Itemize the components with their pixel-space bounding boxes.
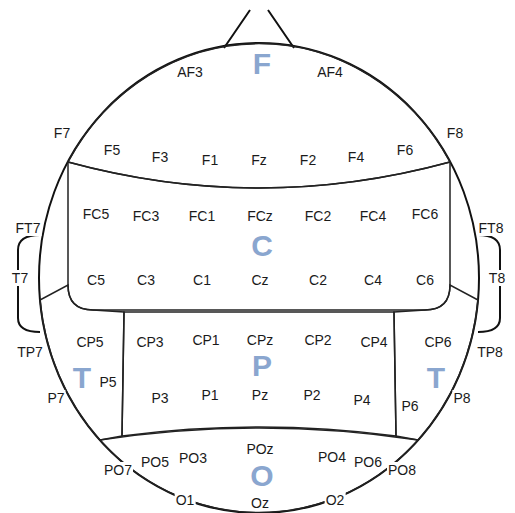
electrode-label: F4 bbox=[347, 149, 365, 165]
electrode-label: CP4 bbox=[359, 334, 388, 350]
electrode-label: O1 bbox=[175, 492, 196, 508]
electrode-label: CP3 bbox=[135, 334, 164, 350]
electrode-label: PO8 bbox=[387, 462, 417, 478]
electrode-label: FC4 bbox=[359, 208, 387, 224]
electrode-label: CP6 bbox=[423, 334, 452, 350]
region-letter: T bbox=[73, 363, 91, 393]
electrode-label: CP1 bbox=[191, 332, 220, 348]
electrode-label: Pz bbox=[251, 387, 269, 403]
electrode-label: CPz bbox=[246, 332, 274, 348]
electrode-label: F7 bbox=[53, 125, 71, 141]
brain-region: C bbox=[64, 158, 454, 314]
electrode-label: F1 bbox=[201, 152, 219, 168]
electrode-label: FC3 bbox=[132, 208, 160, 224]
electrode-label: PO3 bbox=[178, 450, 208, 466]
electrode-label: CP2 bbox=[303, 332, 332, 348]
electrode-label: FCz bbox=[246, 208, 274, 224]
electrode-label: FC5 bbox=[82, 206, 110, 222]
electrode-label: AF3 bbox=[176, 64, 204, 80]
region-border bbox=[100, 428, 418, 513]
region-letter: P bbox=[252, 351, 272, 381]
electrode-label: TP8 bbox=[476, 344, 504, 360]
nose bbox=[224, 10, 294, 48]
electrode-label: POz bbox=[245, 441, 274, 457]
electrode-label: C3 bbox=[136, 272, 156, 288]
electrode-label: P7 bbox=[46, 390, 65, 406]
region-letter: F bbox=[253, 49, 271, 79]
electrode-label: P6 bbox=[400, 398, 419, 414]
electrode-label: P1 bbox=[200, 387, 219, 403]
region-border bbox=[40, 285, 124, 440]
electrode-label: CP5 bbox=[75, 334, 104, 350]
electrode-label: O2 bbox=[325, 492, 346, 508]
electrode-label: FT8 bbox=[478, 220, 505, 236]
electrode-label: P4 bbox=[352, 392, 371, 408]
electrode-label: T8 bbox=[488, 270, 506, 286]
electrode-label: F5 bbox=[103, 142, 121, 158]
electrode-label: Cz bbox=[250, 272, 269, 288]
brain-region: T bbox=[390, 281, 482, 443]
region-border bbox=[122, 312, 396, 436]
electrode-label: FC1 bbox=[188, 208, 216, 224]
head-ellipse bbox=[39, 43, 479, 513]
electrode-label: F2 bbox=[299, 152, 317, 168]
electrode-label: P3 bbox=[150, 390, 169, 406]
electrode-label: C6 bbox=[415, 272, 435, 288]
electrode-label: PO5 bbox=[140, 454, 170, 470]
region-border bbox=[394, 285, 478, 440]
electrode-label: C2 bbox=[308, 272, 328, 288]
electrode-label: P8 bbox=[452, 390, 471, 406]
region-outline bbox=[36, 281, 128, 443]
electrode-label: P5 bbox=[98, 374, 117, 390]
electrode-label: P2 bbox=[302, 387, 321, 403]
region-border bbox=[68, 162, 450, 310]
electrode-label: F8 bbox=[446, 125, 464, 141]
electrode-label: PO4 bbox=[317, 449, 347, 465]
electrode-label: C4 bbox=[363, 272, 383, 288]
electrode-label: C1 bbox=[192, 272, 212, 288]
electrode-label: T7 bbox=[11, 270, 29, 286]
electrode-label: TP7 bbox=[16, 344, 44, 360]
electrode-label: F6 bbox=[396, 142, 414, 158]
brain-region: F bbox=[64, 40, 454, 192]
brain-region: T bbox=[36, 281, 128, 443]
region-letter: O bbox=[250, 461, 273, 491]
electrode-label: FC2 bbox=[304, 208, 332, 224]
electrode-label: F3 bbox=[151, 149, 169, 165]
electrode-label: PO7 bbox=[103, 462, 133, 478]
region-letter: T bbox=[427, 363, 445, 393]
electrode-label: PO6 bbox=[353, 454, 383, 470]
electrode-label: AF4 bbox=[316, 64, 344, 80]
electrode-label: Oz bbox=[250, 495, 270, 511]
region-border bbox=[68, 44, 450, 188]
region-outline bbox=[390, 281, 482, 443]
electrode-label: FC6 bbox=[411, 206, 439, 222]
brain-region: P bbox=[118, 308, 400, 440]
electrode-label: C5 bbox=[86, 272, 106, 288]
region-letter: C bbox=[251, 231, 273, 261]
electrode-label: FT7 bbox=[15, 220, 42, 236]
electrode-label: Fz bbox=[250, 152, 268, 168]
